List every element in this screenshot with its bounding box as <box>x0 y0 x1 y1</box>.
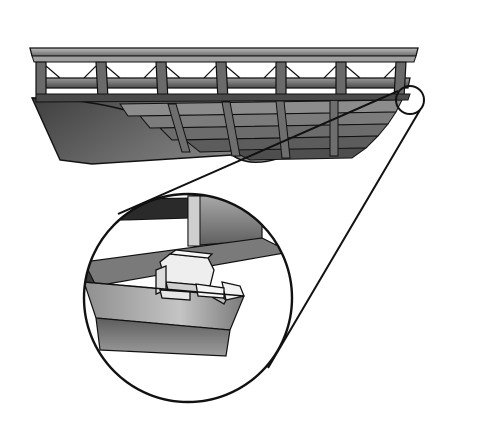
frame-top-edge <box>29 47 419 57</box>
detail-callout <box>117 85 425 369</box>
magnified-view <box>82 192 294 404</box>
frame-bottom-rail <box>35 93 411 103</box>
callout-leader-left <box>117 90 399 215</box>
frame-top-face <box>31 55 417 63</box>
magnifier-ring <box>82 192 294 404</box>
grid-cross-beams <box>167 99 339 159</box>
callout-leader-right <box>267 109 421 369</box>
detail-target-ring <box>395 85 425 115</box>
frame-gussets <box>45 65 397 79</box>
zoom-panel-face <box>95 317 231 357</box>
grid-assembly <box>29 47 419 165</box>
